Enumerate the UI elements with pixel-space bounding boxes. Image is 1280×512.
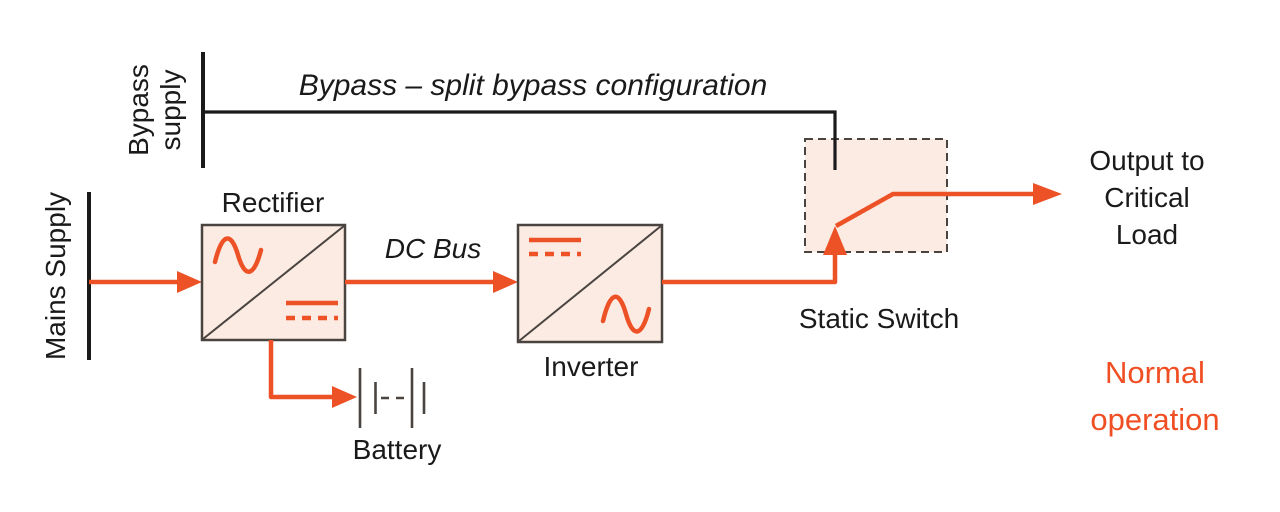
- ac-sine-wave-icon: [600, 294, 652, 334]
- mode-line1: Normal: [1105, 355, 1205, 390]
- rectifier-diagonal: [202, 225, 345, 340]
- inverter-label: Inverter: [543, 351, 639, 382]
- mains-to-rectifier-arrowhead: [177, 271, 202, 293]
- rectifier-block: [200, 223, 347, 342]
- bypass-line: [203, 110, 837, 170]
- static-switch-label: Static Switch: [798, 303, 960, 334]
- inverter-block: [516, 223, 664, 344]
- operation-mode-label: Normal operation: [1090, 350, 1219, 443]
- bypass-supply-label: Bypass supply: [123, 64, 187, 156]
- inverter-to-switch-arrowhead: [823, 226, 847, 255]
- rectifier-to-battery-line: [268, 340, 334, 400]
- output-line2: Critical: [1104, 182, 1190, 214]
- inverter-to-switch-line: [662, 252, 838, 285]
- bypass-title: Bypass – split bypass configuration: [298, 69, 768, 102]
- inverter-diagonal: [518, 225, 662, 342]
- output-label: Output to Critical Load: [1089, 142, 1204, 254]
- ac-sine-wave-icon: [212, 236, 264, 274]
- mode-line2: operation: [1090, 401, 1220, 437]
- static-switch-blade: [834, 191, 1035, 228]
- output-arrowhead: [1033, 183, 1062, 205]
- battery-symbol-icon: [358, 368, 426, 428]
- dc-bus-arrowhead: [493, 271, 518, 293]
- output-line1: Output to: [1089, 145, 1205, 176]
- bypass-supply-line2: supply: [155, 69, 186, 151]
- battery-arrowhead: [332, 386, 357, 408]
- output-line3: Load: [1115, 219, 1179, 251]
- bypass-supply-line1: Bypass: [122, 64, 154, 156]
- mains-supply-label: Mains Supply: [39, 191, 71, 361]
- dc-symbol-icon: [286, 300, 338, 321]
- dc-symbol-icon: [529, 237, 581, 257]
- rectifier-label: Rectifier: [221, 187, 325, 218]
- battery-label: Battery: [352, 434, 442, 465]
- dc-bus-label: DC Bus: [384, 233, 482, 264]
